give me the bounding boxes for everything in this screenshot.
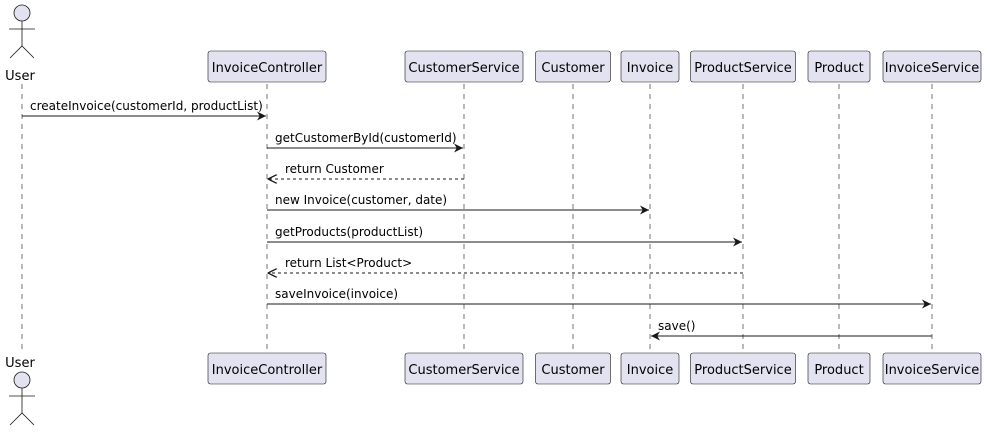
participant-box <box>535 50 611 83</box>
participant-label: CustomerService <box>408 61 519 76</box>
participant-invoice-top: Invoice <box>620 50 680 83</box>
participant-box <box>207 50 327 83</box>
participant-box <box>882 352 982 385</box>
participant-product-bottom: Product <box>807 352 871 385</box>
participant-box <box>620 50 680 83</box>
message-2: getCustomerById(customerId) <box>267 131 463 153</box>
participant-customerservice-bottom: CustomerService <box>404 352 524 385</box>
message-label: saveInvoice(invoice) <box>275 287 398 301</box>
participant-invoicecontroller-top: InvoiceController <box>207 50 327 83</box>
participant-label: Customer <box>541 363 605 378</box>
participant-customer-bottom: Customer <box>535 352 611 385</box>
actor-user-bottom: User <box>5 356 35 426</box>
participants-bottom: User InvoiceController CustomerService Cust… <box>5 352 982 426</box>
message-3: return Customer <box>268 162 464 179</box>
participant-box <box>807 352 871 385</box>
participant-invoicecontroller-bottom: InvoiceController <box>207 352 327 385</box>
participant-invoiceservice-bottom: InvoiceService <box>882 352 982 385</box>
participant-label: Customer <box>541 61 605 76</box>
participant-box <box>807 50 871 83</box>
participant-label: Product <box>814 61 863 76</box>
actor-legs <box>9 412 35 426</box>
actor-head <box>13 371 31 389</box>
participant-box <box>207 352 327 385</box>
message-8: save() <box>651 319 932 341</box>
actor-label: User <box>5 356 35 371</box>
participant-productservice-bottom: ProductService <box>690 352 796 385</box>
participant-box <box>535 352 611 385</box>
participants-top: User InvoiceController CustomerService Cust… <box>5 4 982 84</box>
message-label: getProducts(productList) <box>275 225 423 239</box>
participant-label: Product <box>814 363 863 378</box>
participant-label: InvoiceController <box>212 363 323 378</box>
participant-invoiceservice-top: InvoiceService <box>882 50 982 83</box>
message-1: createInvoice(customerId, productList) <box>22 99 266 121</box>
participant-box <box>690 352 796 385</box>
participant-box <box>404 50 524 83</box>
message-label: new Invoice(customer, date) <box>275 193 447 207</box>
message-7: saveInvoice(invoice) <box>267 287 931 309</box>
messages: createInvoice(customerId, productList) ge… <box>22 99 932 341</box>
participant-box <box>690 50 796 83</box>
participant-label: CustomerService <box>408 363 519 378</box>
participant-label: Invoice <box>627 363 673 378</box>
actor-head <box>13 4 31 22</box>
actor-label: User <box>5 69 35 84</box>
participant-invoice-bottom: Invoice <box>620 352 680 385</box>
message-label: getCustomerById(customerId) <box>275 131 457 145</box>
message-6: return List<Product> <box>268 256 743 273</box>
participant-customerservice-top: CustomerService <box>404 50 524 83</box>
lifelines <box>21 84 933 352</box>
participant-label: InvoiceService <box>885 61 980 76</box>
message-label: save() <box>658 319 695 333</box>
participant-box <box>404 352 524 385</box>
participant-customer-top: Customer <box>535 50 611 83</box>
participant-productservice-top: ProductService <box>690 50 796 83</box>
message-label: createInvoice(customerId, productList) <box>30 99 263 113</box>
message-4: new Invoice(customer, date) <box>267 193 649 215</box>
participant-label: ProductService <box>694 363 791 378</box>
message-5: getProducts(productList) <box>267 225 742 247</box>
participant-product-top: Product <box>807 50 871 83</box>
actor-user-top: User <box>5 4 35 84</box>
message-label: return Customer <box>285 162 384 176</box>
participant-label: Invoice <box>627 61 673 76</box>
participant-label: ProductService <box>694 61 791 76</box>
message-label: return List<Product> <box>285 256 412 270</box>
participant-label: InvoiceController <box>212 61 323 76</box>
participant-box <box>620 352 680 385</box>
actor-legs <box>9 45 35 59</box>
participant-label: InvoiceService <box>885 363 980 378</box>
participant-box <box>882 50 982 83</box>
